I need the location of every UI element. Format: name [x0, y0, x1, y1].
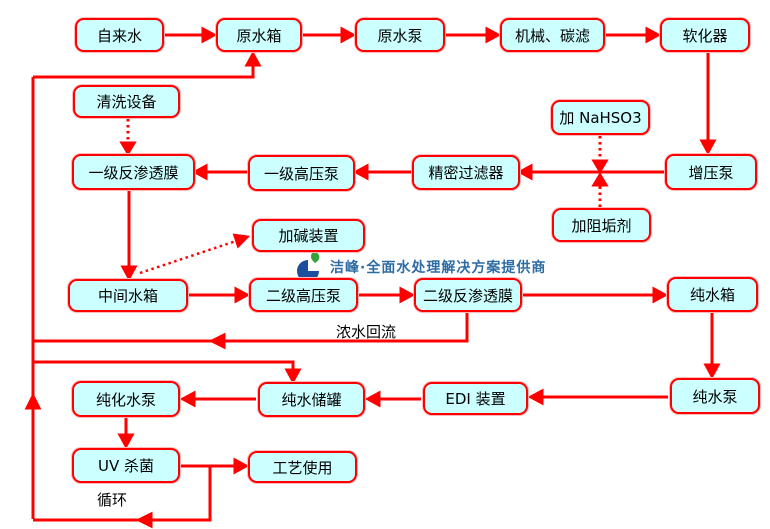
arrow-edi-to-storage [364, 390, 421, 408]
arrow-hp2-to-ro2 [358, 286, 416, 304]
node-uv-sterilizer: UV 杀菌 [72, 448, 180, 483]
arrow-purepump-to-edi [527, 388, 668, 406]
arrow-purifiedpump-to-uv [117, 417, 135, 450]
arrow-ro2-to-puretank [522, 286, 669, 304]
arrow-hp1-to-ro1 [191, 163, 248, 181]
node-intermediate-water-tank: 中间水箱 [68, 279, 188, 312]
node-cleaning-equipment: 清洗设备 [73, 85, 180, 118]
node-pure-water-storage-tank: 纯水储罐 [258, 382, 365, 417]
node-pure-water-tank: 纯水箱 [667, 277, 758, 312]
node-raw-water-tank: 原水箱 [216, 18, 302, 52]
arrow-intermediate-to-hp2 [188, 286, 251, 304]
watermark-text: 洁峰·全面水处理解决方案提供商 [330, 260, 547, 276]
arrow-cycle-to-storage [33, 360, 302, 385]
arrow-nahso3-dosing-dotted [591, 136, 609, 174]
node-mechanical-carbon-filter: 机械、碳滤 [500, 18, 605, 52]
jiefeng-water-logo-icon [297, 252, 321, 282]
arrow-puretank-to-purepump [703, 313, 721, 380]
arrow-filter-to-softener [605, 26, 662, 44]
label-concentrate-return: 浓水回流 [336, 323, 397, 341]
node-pure-water-pump: 纯水泵 [670, 378, 760, 414]
node-stage1-hp-pump: 一级高压泵 [248, 155, 355, 191]
node-booster-pump: 增压泵 [665, 154, 757, 190]
node-alkali-dosing-unit: 加碱装置 [252, 219, 365, 252]
node-tap-water: 自来水 [75, 18, 164, 52]
arrow-booster-to-precision [516, 163, 665, 181]
arrow-antiscalant-dosing-dotted [591, 172, 609, 207]
label-cycle: 循环 [97, 491, 128, 509]
watermark: 洁峰·全面水处理解决方案提供商 [294, 250, 546, 284]
node-antiscalant-dosing: 加阻垢剂 [552, 208, 651, 242]
arrow-storage-to-purifiedpump [179, 390, 256, 408]
node-edi-unit: EDI 装置 [423, 382, 528, 415]
arrow-uv-to-processuse [180, 457, 250, 475]
arrow-precision-to-hp1 [352, 163, 412, 181]
arrow-concentrate-return [33, 313, 469, 350]
arrow-intermediate-to-alkali-dotted [139, 233, 251, 275]
arrow-cleaning-to-ro1-dotted [119, 119, 137, 156]
arrow-rawpump-to-filter [445, 26, 502, 44]
node-stage1-ro-membrane: 一级反渗透膜 [72, 154, 195, 190]
node-nahso3-dosing: 加 NaHSO3 [551, 100, 650, 135]
node-stage2-hp-pump: 二级高压泵 [249, 278, 358, 312]
node-process-use: 工艺使用 [248, 451, 357, 483]
arrow-softener-to-booster [699, 52, 717, 156]
arrow-cycle-return [33, 466, 212, 529]
node-softener: 软化器 [660, 18, 750, 52]
arrow-tapwater-to-rawtank [164, 26, 218, 44]
node-precision-filter: 精密过滤器 [412, 155, 520, 190]
line-left-riser [24, 77, 42, 519]
arrow-ro1-to-intermediate [120, 190, 138, 282]
arrow-riser-to-rawtank [33, 50, 262, 79]
node-stage2-ro-membrane: 二级反渗透膜 [414, 278, 522, 312]
node-purified-water-pump: 纯化水泵 [72, 381, 180, 417]
node-raw-water-pump: 原水泵 [355, 18, 445, 52]
arrow-rawtank-to-rawpump [302, 26, 357, 44]
